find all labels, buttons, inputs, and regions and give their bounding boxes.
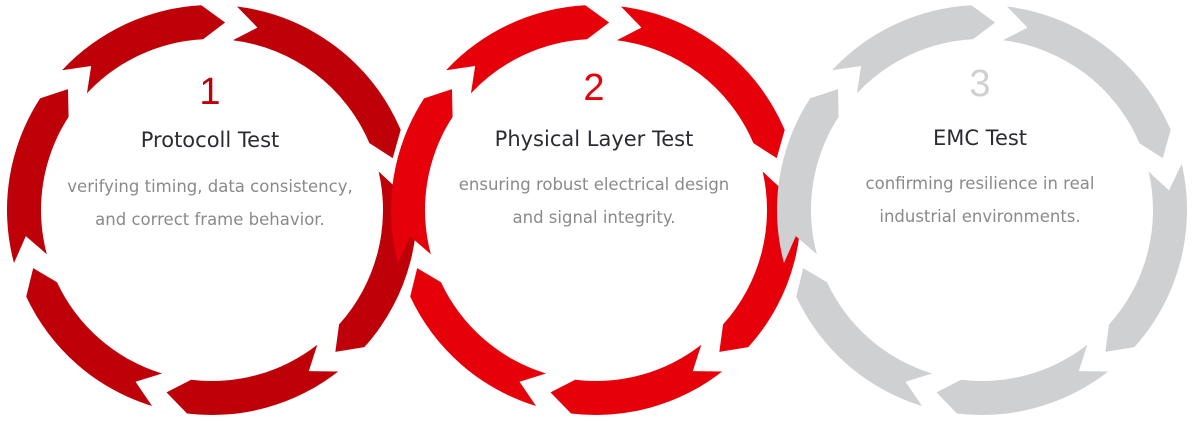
step-physical-layer-test: 2 Physical Layer Test ensuring robust el… (384, 0, 804, 421)
arrow-segment-icon (62, 5, 226, 94)
arrow-segment-icon (391, 89, 453, 264)
arrow-segment-icon (232, 6, 401, 159)
arrow-segment-icon (832, 5, 996, 94)
arrow-segment-icon (166, 344, 339, 415)
cycle-arrows-ring-icon (777, 5, 1187, 415)
arrow-segment-icon (936, 344, 1109, 415)
arrow-segment-icon (1002, 6, 1171, 159)
step-description: verifying timing, data consistency, and … (67, 177, 353, 229)
step-description: confirming resilience in real industrial… (865, 174, 1095, 226)
step-description: ensuring robust electrical design and si… (458, 175, 730, 227)
cycle-arrows-ring-icon (391, 5, 801, 415)
step-title: EMC Test (932, 126, 1028, 150)
arrow-segment-icon (446, 5, 610, 94)
arrow-segment-icon (777, 89, 839, 264)
arrow-segment-icon (550, 344, 723, 415)
step-title: Physical Layer Test (494, 127, 694, 151)
step-title: Protocoll Test (140, 128, 280, 152)
arrow-segment-icon (1105, 163, 1187, 352)
arrow-segment-icon (410, 268, 547, 407)
step-number: 3 (969, 63, 991, 105)
step-emc-test: 3 EMC Test confirming resilience in real… (770, 0, 1190, 421)
arrow-segment-icon (796, 268, 933, 407)
arrow-segment-icon (6, 89, 69, 264)
arrow-segment-icon (26, 268, 163, 407)
step-number: 1 (199, 71, 221, 113)
step-number: 2 (583, 67, 605, 109)
arrow-segment-icon (616, 6, 785, 159)
step-protocoll-test: 1 Protocoll Test verifying timing, data … (0, 0, 420, 421)
